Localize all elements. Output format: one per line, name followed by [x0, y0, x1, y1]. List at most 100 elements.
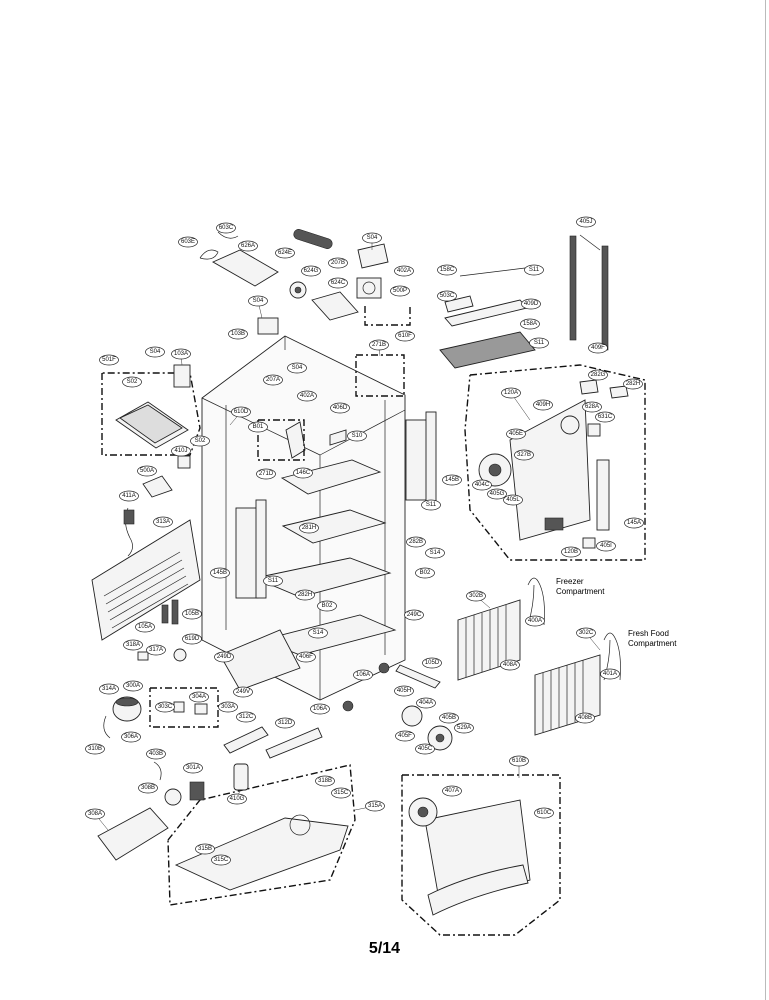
part-label-text: 120B: [564, 549, 578, 555]
part-label-bubble: [437, 290, 457, 302]
part-label: 120A: [501, 387, 521, 399]
part-label-bubble: [623, 378, 643, 390]
part-label-bubble: [454, 722, 474, 734]
part-label-bubble: [524, 264, 544, 276]
part-label: B02: [317, 600, 337, 612]
part-label-text: 401A: [603, 671, 617, 677]
part-label-text: 306A: [124, 734, 138, 740]
part-label-text: 282H: [626, 381, 640, 387]
drain-pan-part: [174, 817, 349, 891]
part-label-text: 405I: [600, 543, 612, 549]
part-label: 610F: [395, 330, 415, 342]
part-label: 405B: [439, 712, 459, 724]
part-label-bubble: [525, 615, 545, 627]
heater-rod-part: [293, 229, 333, 249]
part-label: 303A: [218, 701, 238, 713]
part-label: 306A: [121, 731, 141, 743]
part-label-text: S14: [313, 630, 324, 636]
part-label-bubble: [501, 387, 521, 399]
part-label-bubble: [506, 428, 526, 440]
part-label: 628A: [582, 401, 602, 413]
part-label: B02: [415, 567, 435, 579]
part-label: 308B: [138, 782, 158, 794]
part-label: 401A: [600, 668, 620, 680]
part-label-text: 271D: [259, 471, 274, 477]
part-label: 402A: [394, 265, 414, 277]
part-label-text: 410J: [174, 448, 187, 454]
part-label-bubble: [394, 685, 414, 697]
lower-duct-part: [219, 629, 301, 691]
part-label: S02: [190, 435, 210, 447]
part-label-text: 105D: [425, 660, 440, 666]
part-label-bubble: [520, 318, 540, 330]
part-label-bubble: [153, 516, 173, 528]
part-label: 410G: [227, 793, 247, 805]
part-label-bubble: [216, 222, 236, 234]
part-label-bubble: [533, 399, 553, 411]
part-label-text: 402A: [397, 268, 411, 274]
part-label-bubble: [330, 402, 350, 414]
part-label-bubble: [275, 247, 295, 259]
part-label-text: 207A: [266, 377, 280, 383]
part-label: 105B: [182, 608, 202, 620]
part-label: 500P: [390, 285, 410, 297]
part-label-bubble: [353, 669, 373, 681]
part-label: 106A: [353, 669, 373, 681]
part-label-bubble: [231, 406, 251, 418]
part-label-bubble: [236, 711, 256, 723]
part-label: 503C: [437, 290, 457, 302]
part-label: 405J: [576, 216, 596, 228]
part-label-bubble: [233, 686, 253, 698]
part-label-bubble: [596, 540, 616, 552]
part-label: 103B: [228, 328, 248, 340]
part-label-text: 402A: [300, 393, 314, 399]
refrigerator-cabinet: [201, 335, 406, 701]
part-label: 120B: [561, 546, 581, 558]
part-label-text: 403B: [149, 751, 163, 757]
part-label: 318B: [315, 775, 335, 787]
part-label-text: 407A: [445, 788, 459, 794]
part-label-text: 282G: [591, 372, 606, 378]
side-ducts: [235, 411, 437, 599]
part-label: 405H: [394, 685, 414, 697]
part-label: 302C: [576, 627, 596, 639]
part-label-text: S04: [253, 298, 264, 304]
part-label: 409D: [521, 298, 541, 310]
part-number-labels: 603E603C626A624E207BS04402A624G624C500PS…: [85, 216, 644, 866]
part-label-text: 624G: [304, 268, 319, 274]
part-label-text: S04: [150, 349, 161, 355]
fan-cover-part: [212, 249, 279, 287]
part-label-bubble: [442, 785, 462, 797]
part-label: 281H: [299, 522, 319, 534]
part-label-bubble: [146, 644, 166, 656]
part-label: S04: [362, 232, 382, 244]
part-label: 315A: [365, 800, 385, 812]
part-label-text: 158C: [440, 267, 455, 273]
part-label-bubble: [135, 621, 155, 633]
part-label-text: 503C: [440, 293, 455, 299]
part-label-text: 315C: [214, 857, 229, 863]
part-label-text: S10: [352, 433, 363, 439]
part-label: 402A: [297, 390, 317, 402]
part-label-bubble: [439, 712, 459, 724]
part-label-bubble: [137, 465, 157, 477]
part-label-text: 315C: [334, 790, 349, 796]
part-label: 405F: [395, 730, 415, 742]
lower-parts: [174, 629, 453, 891]
part-label-text: 406D: [333, 405, 348, 411]
part-label: 500A: [137, 465, 157, 477]
part-label-text: S02: [127, 379, 138, 385]
air-duct-part: [509, 399, 591, 541]
part-label: 302B: [466, 590, 486, 602]
part-label-bubble: [422, 657, 442, 669]
part-label-bubble: [317, 600, 337, 612]
part-label-text: 105B: [185, 611, 199, 617]
part-label-text: 303C: [158, 704, 173, 710]
part-label: 312D: [275, 717, 295, 729]
part-label-text: 313A: [156, 519, 170, 525]
part-label: 314A: [99, 683, 119, 695]
part-label: 400A: [525, 615, 545, 627]
part-label-text: 500P: [393, 288, 407, 294]
part-label: 624E: [275, 247, 295, 259]
part-label-text: 610F: [398, 333, 412, 339]
